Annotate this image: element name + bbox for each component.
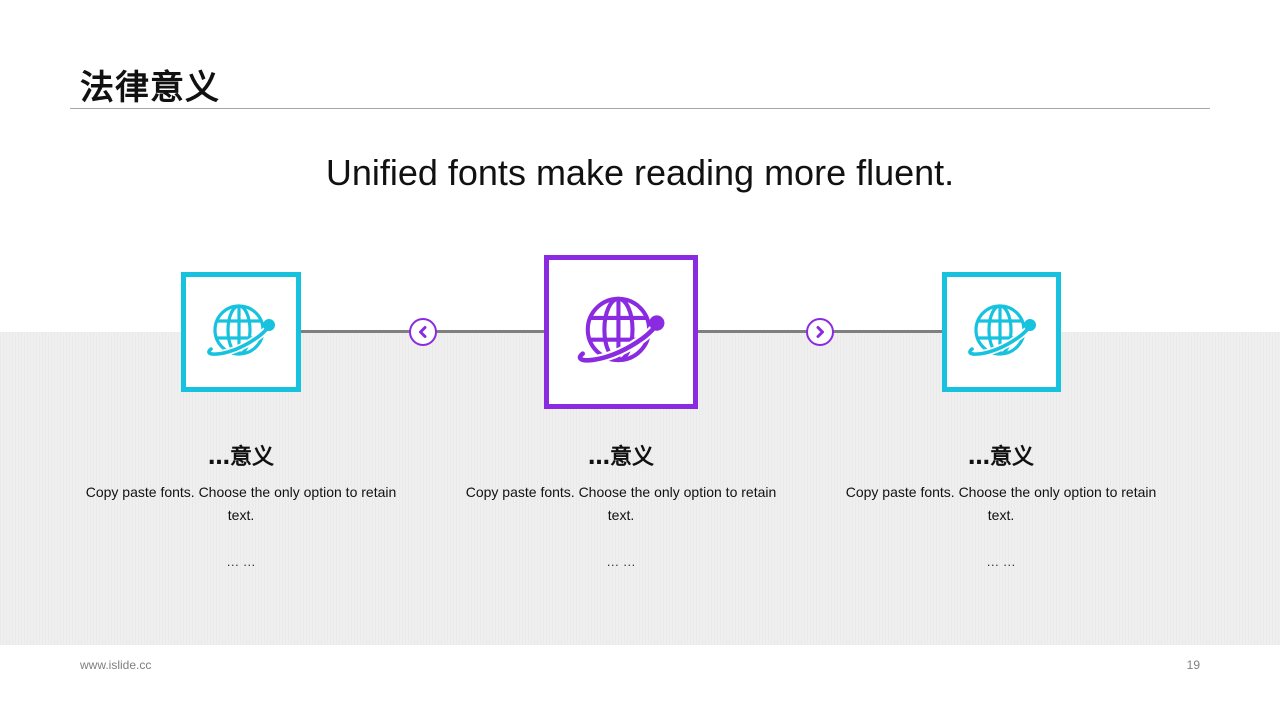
- page-number: 19: [1186, 658, 1200, 672]
- card-2-icon-box: [544, 255, 698, 409]
- card-1-heading: …意义: [207, 445, 274, 470]
- footer-website: www.islide.cc: [80, 658, 152, 672]
- globe-orbit-icon: [205, 304, 275, 358]
- card-3-heading: …意义: [967, 445, 1034, 470]
- chevron-left-icon: [419, 326, 427, 338]
- card-1-text: Copy paste fonts. Choose the only option…: [85, 484, 397, 523]
- chevron-right-icon: [816, 326, 824, 338]
- card-2-ellipsis: … …: [606, 554, 636, 569]
- card-2-heading: …意义: [587, 445, 654, 470]
- card-3-text: Copy paste fonts. Choose the only option…: [845, 484, 1157, 523]
- next-button[interactable]: [806, 318, 834, 346]
- title-divider: [70, 108, 1210, 109]
- card-3-icon-box: [942, 272, 1061, 392]
- card-1-ellipsis: … …: [226, 554, 256, 569]
- globe-orbit-icon: [575, 296, 665, 365]
- card-2-text: Copy paste fonts. Choose the only option…: [465, 484, 777, 523]
- slide-subtitle: Unified fonts make reading more fluent.: [325, 152, 955, 193]
- globe-orbit-icon: [966, 304, 1036, 358]
- slide-title: 法律意义: [80, 68, 220, 108]
- previous-button[interactable]: [409, 318, 437, 346]
- card-3-ellipsis: … …: [986, 554, 1016, 569]
- card-1-icon-box: [181, 272, 301, 392]
